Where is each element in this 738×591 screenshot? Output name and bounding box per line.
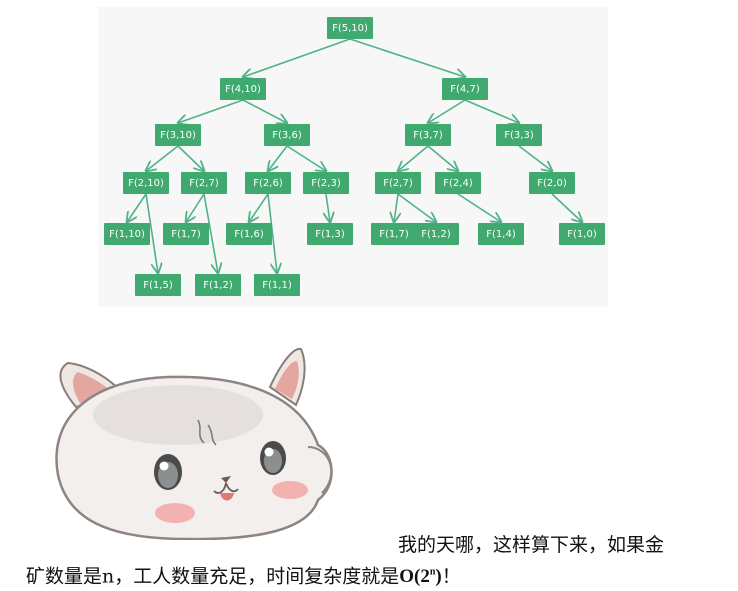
tree-node: F(2,3) [303,172,349,194]
tree-edge [286,145,326,171]
tree-node: F(1,0) [559,223,605,245]
tree-node: F(3,10) [155,124,201,146]
tree-node: F(1,10) [104,223,150,245]
tree-node: F(2,6) [245,172,291,194]
tree-edge [457,193,501,222]
tree-node: F(4,7) [442,78,488,100]
tree-edge [397,193,436,222]
tree-node: F(1,7) [371,223,417,245]
tree-edge [203,193,218,273]
tree-node: F(5,10) [327,17,373,39]
tree-node: F(2,0) [529,172,575,194]
tree-node: F(1,2) [413,223,459,245]
tree-edge [464,99,519,123]
caption-line-2-prefix: 矿数量是n，工人数量充足，时间复杂度就是 [26,565,400,588]
complexity-close: ) [435,566,442,588]
tree-node: F(1,3) [307,223,353,245]
tree-edge [518,145,552,171]
tree-edge [551,193,582,222]
tree-node: F(4,10) [220,78,266,100]
kitten-illustration [55,347,333,540]
tree-edge [398,145,429,171]
tree-node: F(1,2) [195,274,241,296]
tree-edge [267,193,277,273]
tree-edge [394,193,398,222]
complexity-exponent: n [429,567,436,578]
tree-node: F(3,3) [496,124,542,146]
tree-edges [98,38,608,307]
tree-edge [268,145,288,171]
tree-node: F(2,4) [435,172,481,194]
tree-edge [186,193,205,222]
tree-edge [145,193,158,273]
tree-edge [427,145,458,171]
tree-edge [428,99,466,123]
tree-node: F(1,4) [478,223,524,245]
time-complexity: O(2n) [399,566,442,587]
tree-edge [326,193,330,222]
tree-edge [178,99,244,123]
recursion-tree-diagram: F(5,10) F(4,10) F(4,7) F(3,10) F(3,6) F(3,7) F… [98,7,608,307]
tree-node: F(1,6) [226,223,272,245]
complexity-base: O(2 [399,566,430,588]
tree-node: F(1,5) [135,274,181,296]
tree-edge [127,193,147,222]
caption-line-2-suffix: ！ [441,565,461,588]
caption-line-1: 我的天哪，这样算下来，如果金 [398,534,665,556]
caption-line-2: 矿数量是n，工人数量充足，时间复杂度就是O(2n)！ [26,559,738,591]
tree-node: F(1,7) [163,223,209,245]
tree-edge [349,38,465,77]
tree-node: F(2,7) [375,172,421,194]
tree-node: F(2,10) [123,172,169,194]
tree-edge [243,38,351,77]
caption-text: 我的天哪，这样算下来，如果金 矿数量是n，工人数量充足，时间复杂度就是O(2n)… [26,531,738,591]
tree-edge [177,145,204,171]
tree-node: F(2,7) [181,172,227,194]
tree-edge [249,193,269,222]
tree-node: F(3,7) [405,124,451,146]
tree-edge [242,99,287,123]
tree-node: F(1,1) [254,274,300,296]
tree-edge [146,145,179,171]
tree-node: F(3,6) [264,124,310,146]
